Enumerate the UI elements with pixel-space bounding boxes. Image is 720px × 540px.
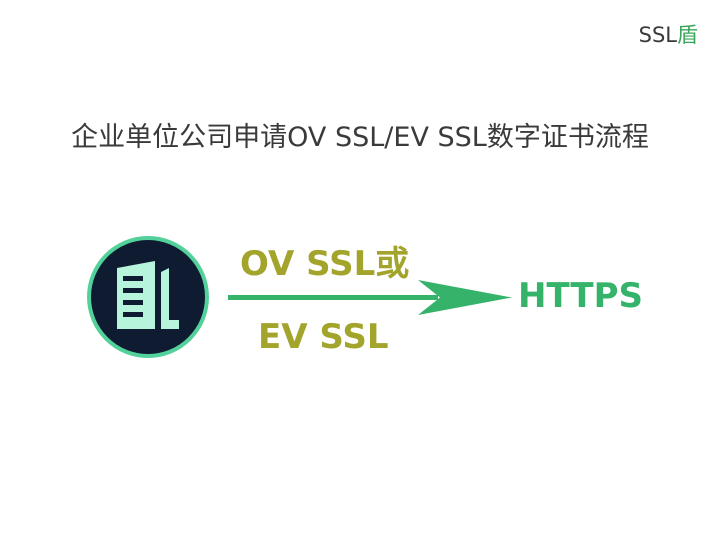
company-building-icon (85, 234, 211, 360)
certificate-type-label-ev: EV SSL (258, 317, 389, 357)
slide-title: 企业单位公司申请OV SSL/EV SSL数字证书流程 (71, 122, 649, 153)
flow-arrow-icon (228, 278, 512, 318)
brand-logo: SSL盾 (639, 20, 698, 50)
brand-prefix: SSL (638, 23, 677, 47)
certificate-type-label-ov: OV SSL或 (240, 244, 410, 284)
result-label-https: HTTPS (518, 276, 644, 316)
brand-suffix: 盾 (677, 23, 698, 47)
